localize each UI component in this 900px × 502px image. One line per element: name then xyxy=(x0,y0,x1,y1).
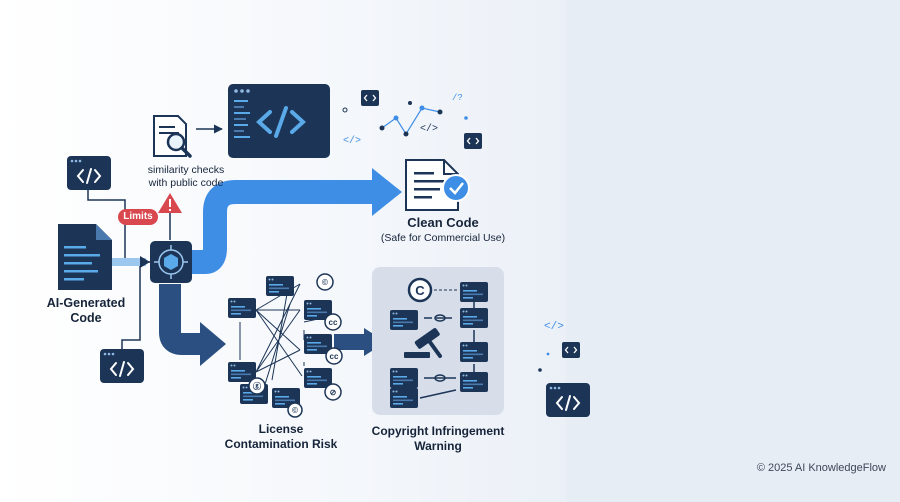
svg-text:/?: /? xyxy=(452,93,463,103)
warning-icon xyxy=(158,193,182,213)
license-contamination-network: © cc cc ⊘ ⓖ © xyxy=(228,273,343,418)
footer-copyright: © 2025 AI KnowledgeFlow xyxy=(756,462,886,474)
clean-code-subtitle: (Safe for Commercial Use) xyxy=(380,232,506,244)
license-badge-2: cc xyxy=(329,318,338,327)
svg-text:</>: </> xyxy=(343,135,361,147)
license-path-arrow xyxy=(159,284,206,355)
license-badge-4: ⊘ xyxy=(330,388,337,397)
license-badge-5: ⓖ xyxy=(253,381,261,391)
similarity-search-icon xyxy=(153,115,192,158)
clean-code-title: Clean Code xyxy=(407,215,479,230)
svg-text:C: C xyxy=(415,283,425,298)
code-snippet-icon-bottom xyxy=(99,348,145,384)
clean-code-label: Clean Code (Safe for Commercial Use) xyxy=(370,215,516,245)
license-path-arrowhead xyxy=(200,322,226,366)
right-background-panel xyxy=(566,0,900,502)
svg-text:</>: </> xyxy=(544,321,564,333)
floating-code-icons-right: </> xyxy=(538,321,591,418)
code-snippet-icon xyxy=(66,155,112,191)
checkmark-icon xyxy=(442,174,470,202)
copyright-infringement-label: Copyright Infringement Warning xyxy=(371,424,505,453)
code-editor-window-icon xyxy=(228,84,330,158)
license-badge-6: © xyxy=(292,406,298,415)
floating-code-icons-top: </> </> /? xyxy=(342,89,483,150)
clean-code-document-icon xyxy=(405,159,459,211)
ai-generated-code-label: AI-Generated Code xyxy=(46,296,126,325)
ai-code-document-icon xyxy=(58,224,112,290)
copyright-warning-panel: C xyxy=(372,267,504,415)
license-badge-1: © xyxy=(322,278,328,287)
gavel-icon xyxy=(404,328,442,358)
ai-to-hub-arrowhead xyxy=(140,256,150,268)
clean-path-arrow xyxy=(188,180,378,274)
limits-badge: Limits xyxy=(118,209,158,225)
license-contamination-label: License Contamination Risk xyxy=(224,422,338,451)
license-badge-3: cc xyxy=(330,352,339,361)
processing-hub-icon xyxy=(150,241,192,283)
clean-path-arrowhead xyxy=(372,168,402,216)
similarity-checks-label: similarity checks with public code xyxy=(147,164,225,189)
svg-text:</>: </> xyxy=(420,123,438,135)
